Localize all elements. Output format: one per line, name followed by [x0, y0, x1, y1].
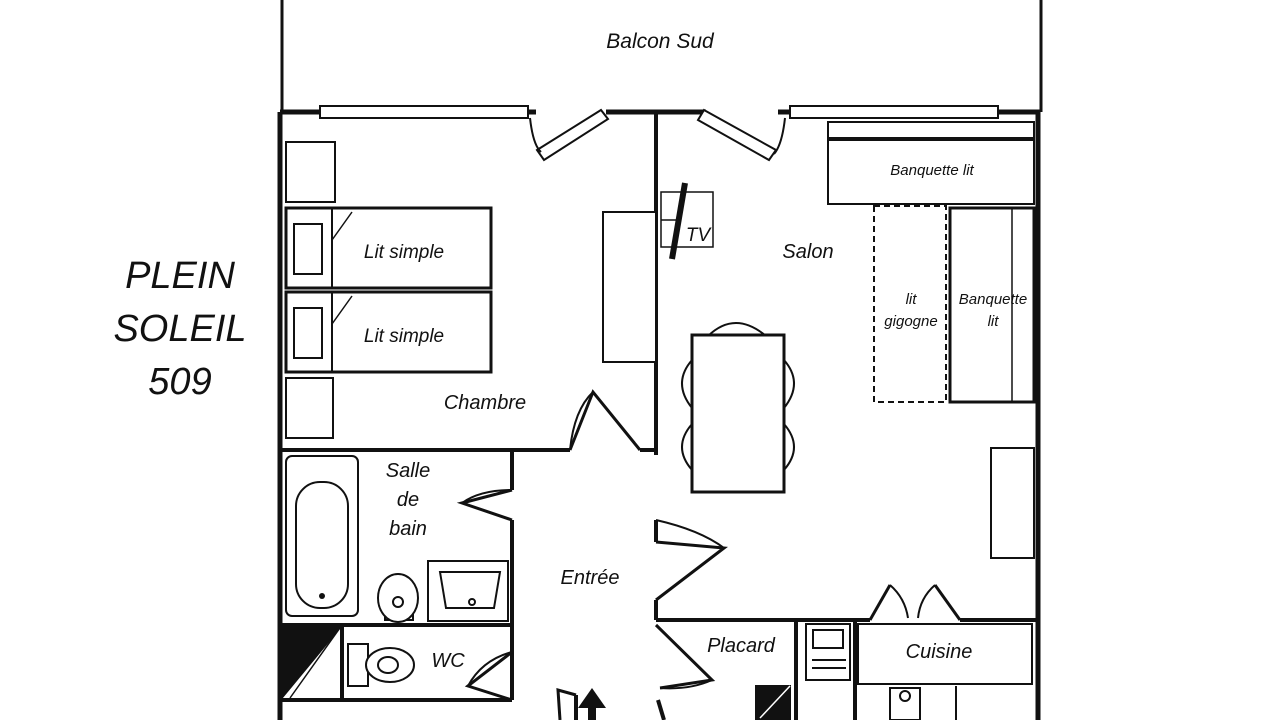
balcony: [280, 0, 1043, 112]
pillow-2: [293, 307, 323, 359]
label-lit-gigogne-1: lit: [906, 291, 918, 308]
chair-left-1: [681, 359, 693, 409]
balcony-door: [529, 108, 786, 162]
chair-top: [707, 322, 767, 337]
cabinet: [990, 447, 1035, 559]
wardrobe: [602, 211, 657, 363]
wc-fixtures: [279, 624, 415, 703]
chair-right-2: [783, 423, 795, 471]
title-line-3: 509: [148, 361, 212, 403]
label-chambre: Chambre: [444, 392, 526, 414]
sink-basin: [438, 571, 502, 609]
banquette-right: [948, 206, 1036, 404]
room-labels: Balcon Sud Lit simple Lit simple Chambre…: [364, 30, 1027, 672]
banquette-top: [827, 139, 1035, 205]
label-balcon: Balcon Sud: [606, 30, 715, 53]
pillow-1: [293, 223, 323, 275]
label-lit-simple-2: Lit simple: [364, 326, 444, 347]
chair-left-2: [681, 423, 693, 471]
bathroom-fixtures: [285, 455, 509, 623]
chambre-furniture: [284, 141, 657, 439]
label-placard: Placard: [707, 635, 776, 657]
nightstand-bottom: [285, 377, 334, 439]
label-banquette-1: Banquette: [959, 291, 1027, 308]
nightstand-top: [285, 141, 336, 203]
label-salle-1: Salle: [386, 460, 430, 482]
door-swings: [456, 389, 962, 720]
label-entree: Entrée: [561, 567, 620, 589]
kitchen-fixtures: [755, 623, 1033, 720]
label-salon: Salon: [782, 241, 833, 263]
label-salle-3: bain: [389, 518, 427, 540]
window-salon: [789, 105, 999, 119]
lit-gigogne: [873, 205, 947, 403]
title-line-2: SOLEIL: [113, 308, 247, 350]
salon-furniture: [681, 139, 1036, 559]
bathtub-basin: [295, 481, 349, 609]
chair-right-1: [783, 359, 795, 409]
tv-unit: [660, 182, 714, 260]
dining-table: [690, 333, 786, 494]
title-line-1: PLEIN: [125, 255, 235, 297]
window-sill: [827, 121, 1035, 139]
label-banquette-2: lit: [988, 313, 1000, 330]
label-banquette-lit-top: Banquette lit: [890, 162, 974, 179]
windows: [319, 105, 1035, 139]
kitchen-counter: [857, 623, 1033, 685]
label-wc: WC: [431, 650, 465, 672]
entrance-arrow-icon: [578, 688, 606, 720]
window-chambre: [319, 105, 529, 119]
label-salle-2: de: [397, 489, 419, 511]
label-cuisine: Cuisine: [906, 641, 973, 663]
label-lit-simple-1: Lit simple: [364, 242, 444, 263]
label-tv: TV: [686, 225, 713, 246]
apartment-title: PLEIN SOLEIL 509: [90, 250, 270, 409]
label-lit-gigogne-2: gigogne: [884, 313, 937, 330]
